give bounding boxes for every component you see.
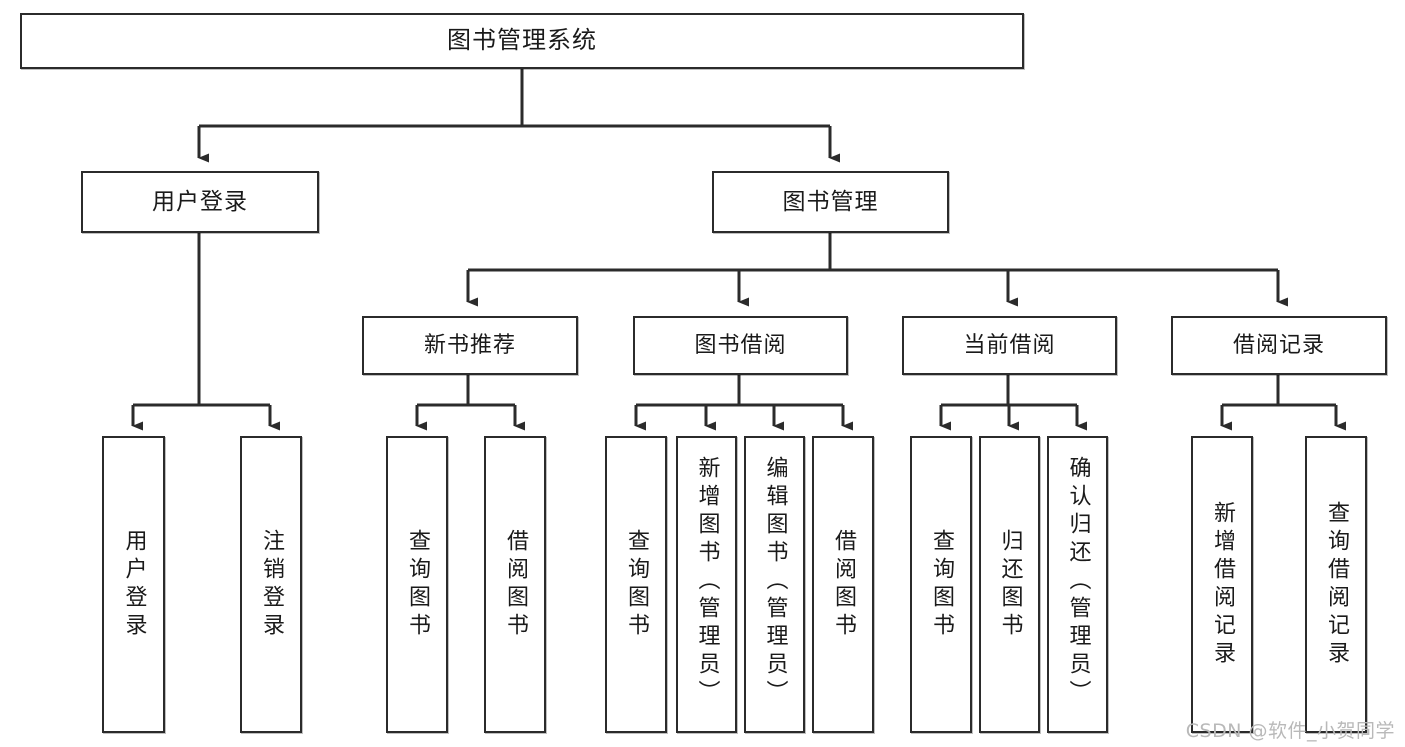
node-book-manage[interactable]: 图书管理 bbox=[712, 171, 949, 233]
node-leaf-borrow-book-1-label: 借阅图书 bbox=[503, 528, 528, 641]
node-leaf-add-record[interactable]: 新增借阅记录 bbox=[1191, 436, 1253, 733]
node-leaf-query-record-label: 查询借阅记录 bbox=[1324, 500, 1349, 669]
node-user-login[interactable]: 用户登录 bbox=[81, 171, 319, 233]
node-book-borrow[interactable]: 图书借阅 bbox=[633, 316, 848, 375]
node-current-borrow-label: 当前借阅 bbox=[963, 332, 1056, 358]
node-user-login-label: 用户登录 bbox=[152, 188, 248, 215]
node-new-book-recommend-label: 新书推荐 bbox=[423, 332, 516, 358]
node-leaf-borrow-book-2-label: 借阅图书 bbox=[831, 528, 856, 641]
node-current-borrow[interactable]: 当前借阅 bbox=[902, 316, 1117, 375]
node-leaf-borrow-book-2[interactable]: 借阅图书 bbox=[812, 436, 874, 733]
node-leaf-add-book-label: 新增图书（管理员） bbox=[694, 456, 720, 708]
node-leaf-borrow-book-1[interactable]: 借阅图书 bbox=[484, 436, 546, 733]
node-leaf-query-book-2[interactable]: 查询图书 bbox=[605, 436, 667, 733]
node-leaf-confirm-return[interactable]: 确认归还（管理员） bbox=[1047, 436, 1108, 733]
node-leaf-edit-book[interactable]: 编辑图书（管理员） bbox=[744, 436, 805, 733]
node-leaf-edit-book-label: 编辑图书（管理员） bbox=[762, 456, 788, 708]
node-root[interactable]: 图书管理系统 bbox=[20, 13, 1024, 69]
node-leaf-query-book-1-label: 查询图书 bbox=[405, 528, 430, 641]
node-leaf-add-book[interactable]: 新增图书（管理员） bbox=[676, 436, 737, 733]
node-leaf-user-login-label: 用户登录 bbox=[121, 528, 147, 641]
node-leaf-query-book-1[interactable]: 查询图书 bbox=[386, 436, 448, 733]
node-leaf-confirm-return-label: 确认归还（管理员） bbox=[1065, 456, 1091, 708]
node-new-book-recommend[interactable]: 新书推荐 bbox=[362, 316, 578, 375]
node-leaf-query-book-2-label: 查询图书 bbox=[624, 528, 649, 641]
node-leaf-add-record-label: 新增借阅记录 bbox=[1210, 500, 1235, 669]
node-leaf-query-record[interactable]: 查询借阅记录 bbox=[1305, 436, 1367, 733]
node-leaf-query-book-3[interactable]: 查询图书 bbox=[910, 436, 972, 733]
node-root-label: 图书管理系统 bbox=[447, 26, 597, 55]
node-leaf-user-login[interactable]: 用户登录 bbox=[102, 436, 165, 733]
node-borrow-record[interactable]: 借阅记录 bbox=[1171, 316, 1387, 375]
node-leaf-return-book[interactable]: 归还图书 bbox=[979, 436, 1040, 733]
node-leaf-user-logout[interactable]: 注销登录 bbox=[240, 436, 302, 733]
node-book-borrow-label: 图书借阅 bbox=[694, 332, 787, 358]
node-leaf-return-book-label: 归还图书 bbox=[997, 528, 1023, 641]
node-leaf-user-logout-label: 注销登录 bbox=[259, 528, 284, 641]
watermark: CSDN @软件_小贺同学 bbox=[1185, 720, 1395, 742]
node-book-manage-label: 图书管理 bbox=[782, 188, 879, 215]
node-borrow-record-label: 借阅记录 bbox=[1232, 332, 1325, 358]
node-leaf-query-book-3-label: 查询图书 bbox=[929, 528, 954, 641]
